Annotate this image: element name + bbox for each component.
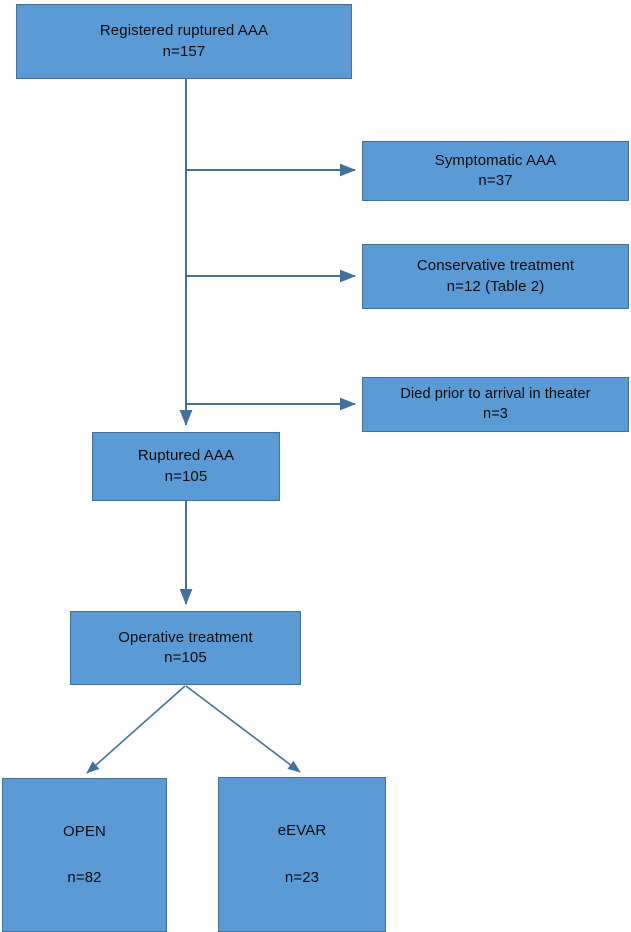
connector-operative-to-open [86, 685, 186, 774]
node-count: n=12 (Table 2) [446, 277, 545, 295]
node-died-prior-to-arrival[interactable]: Died prior to arrival in theater n=3 [362, 377, 629, 432]
node-count: n=157 [162, 42, 206, 60]
node-count: n=3 [483, 405, 508, 422]
node-symptomatic-aaa[interactable]: Symptomatic AAA n=37 [362, 141, 629, 201]
node-count: n=23 [284, 868, 320, 886]
node-label: Died prior to arrival in theater [400, 385, 591, 402]
node-open-repair[interactable]: OPEN n=82 [2, 778, 167, 932]
node-count: n=82 [67, 869, 102, 886]
node-conservative-treatment[interactable]: Conservative treatment n=12 (Table 2) [362, 244, 629, 309]
node-count: n=105 [164, 649, 207, 666]
node-registered-ruptured-aaa[interactable]: Registered ruptured AAA n=157 [16, 4, 352, 79]
node-label: Registered ruptured AAA [99, 22, 269, 40]
node-ruptured-aaa[interactable]: Ruptured AAA n=105 [92, 432, 280, 501]
node-label: Ruptured AAA [137, 447, 235, 465]
connector-operative-to-eevar [185, 685, 301, 773]
node-count: n=37 [478, 172, 513, 189]
node-eevar[interactable]: eEVAR n=23 [218, 777, 386, 932]
node-operative-treatment[interactable]: Operative treatment n=105 [70, 611, 301, 685]
node-label: Symptomatic AAA [434, 151, 557, 169]
node-label: Conservative treatment [416, 257, 575, 275]
node-count: n=105 [164, 467, 208, 485]
node-label: OPEN [63, 822, 106, 840]
node-label: Operative treatment [118, 628, 253, 646]
node-label: eEVAR [277, 822, 327, 840]
